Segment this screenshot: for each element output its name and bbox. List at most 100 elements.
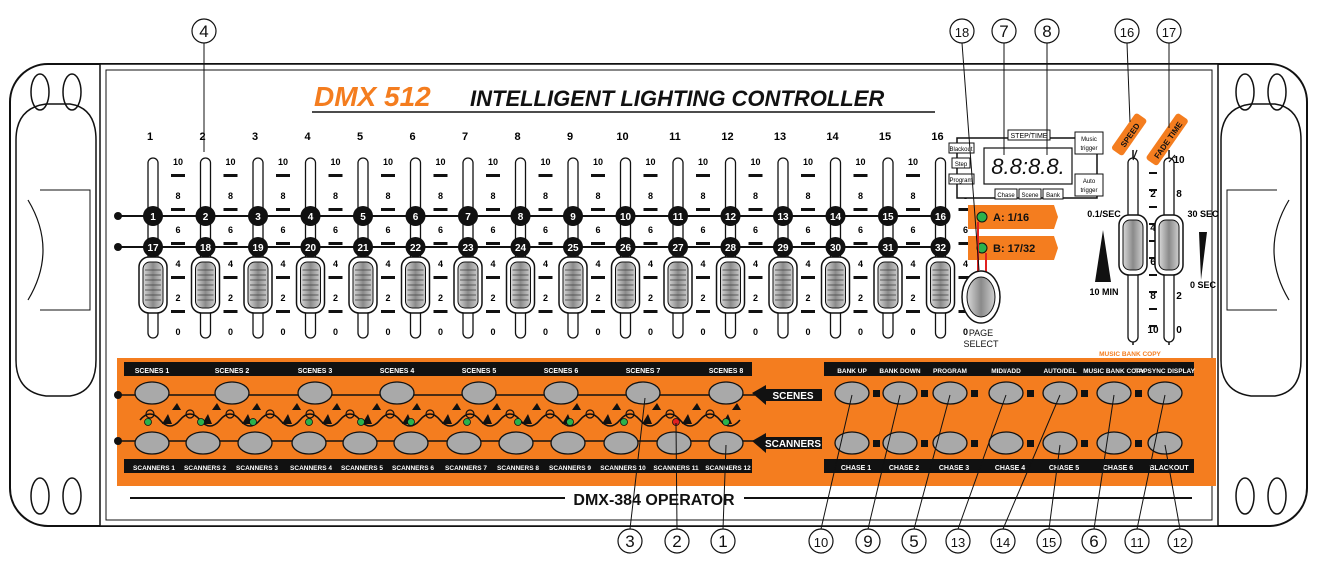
channel-number: 13 <box>774 131 786 143</box>
scenes-arrow <box>752 385 822 405</box>
fader-scale-tick <box>906 208 920 211</box>
scenes-rail-end <box>114 391 122 399</box>
function-label: MIDI/ADD <box>991 368 1021 375</box>
function-button-5[interactable] <box>1042 381 1078 405</box>
function-button-6[interactable] <box>1096 381 1132 405</box>
fader-scale-label: 0 <box>858 327 863 337</box>
fader-scale-label: 0 <box>333 327 338 337</box>
channel-number: 12 <box>721 131 733 143</box>
scanner-button-8[interactable] <box>498 431 534 455</box>
fader-scale-label: 10 <box>698 157 708 167</box>
fader-scale-tick <box>591 174 605 177</box>
page-select-button-cap[interactable] <box>966 276 996 318</box>
chase-label: CHASE 1 <box>841 465 871 472</box>
title-brand: DMX 512 <box>314 81 431 112</box>
scanner-button-2[interactable] <box>185 431 221 455</box>
speed-scale-tick <box>1149 325 1157 327</box>
bank-b-badge <box>300 237 321 257</box>
fader-scale-label: 6 <box>228 225 233 235</box>
bank-a-badge <box>510 206 531 226</box>
scanner-label: SCANNERS 2 <box>184 465 226 472</box>
scene-button-6[interactable] <box>543 381 579 405</box>
fader-scale-label: 0 <box>438 327 443 337</box>
chase-button-5[interactable] <box>1042 431 1078 455</box>
fader-scale-label: 0 <box>753 327 758 337</box>
function-button-2[interactable] <box>882 381 918 405</box>
chase-button-2[interactable] <box>882 431 918 455</box>
fader-scale-label: 8 <box>858 191 863 201</box>
fader-scale-label: 10 <box>383 157 393 167</box>
function-button-4[interactable] <box>988 381 1024 405</box>
page-a-tag <box>968 205 1058 229</box>
chase-label: CHASE 6 <box>1103 465 1133 472</box>
fader-scale-tick <box>906 310 920 313</box>
function-led <box>921 390 928 397</box>
scene-button-3[interactable] <box>297 381 333 405</box>
speed-knob-cap[interactable] <box>1122 219 1144 271</box>
chase-button-1[interactable] <box>834 431 870 455</box>
fader-scale-label: 2 <box>175 293 180 303</box>
channel-number: 6 <box>409 131 415 143</box>
scene-button-5[interactable] <box>461 381 497 405</box>
channel-number: 5 <box>357 131 363 143</box>
fader-scale-tick <box>591 276 605 279</box>
scene-button-2[interactable] <box>214 381 250 405</box>
bank-b-rail-end <box>114 243 122 251</box>
fader-scale-tick <box>171 208 185 211</box>
scanner-button-7[interactable] <box>446 431 482 455</box>
scanner-button-10[interactable] <box>603 431 639 455</box>
fader-scale-tick <box>433 310 448 313</box>
scene-button-8[interactable] <box>708 381 744 405</box>
fader-scale-tick <box>643 242 658 245</box>
chase-button-6[interactable] <box>1096 431 1132 455</box>
chase-led <box>1027 440 1034 447</box>
bank-a-badge-number: 15 <box>882 212 894 223</box>
scanner-button-9[interactable] <box>550 431 586 455</box>
function-button-3[interactable] <box>932 381 968 405</box>
fade-time-knob-cap[interactable] <box>1158 219 1180 271</box>
function-button-7[interactable] <box>1147 381 1183 405</box>
scanner-button-11[interactable] <box>656 431 692 455</box>
scanner-button-4[interactable] <box>291 431 327 455</box>
chase-button-3[interactable] <box>932 431 968 455</box>
bank-b-badge-number: 22 <box>410 243 422 254</box>
fader-scale-label: 2 <box>805 293 810 303</box>
bank-b-badge-number: 31 <box>882 243 894 254</box>
scene-button-4[interactable] <box>379 381 415 405</box>
fader-scale-label: 4 <box>700 259 705 269</box>
fader-scale-tick <box>433 208 448 211</box>
scanner-button-1[interactable] <box>134 431 170 455</box>
fader-scale-tick <box>591 310 605 313</box>
scanner-button-6[interactable] <box>393 431 429 455</box>
fader-scale-tick <box>276 276 290 279</box>
fader-scale-tick <box>171 174 185 177</box>
function-button-1[interactable] <box>834 381 870 405</box>
bank-b-badge <box>930 237 951 257</box>
fader-scale-label: 10 <box>488 157 498 167</box>
lcd-program-label: Program <box>949 178 972 184</box>
chase-button-4[interactable] <box>988 431 1024 455</box>
scene-button-1[interactable] <box>134 381 170 405</box>
fader-scale-label: 8 <box>228 191 233 201</box>
fader-scale-tick <box>696 174 710 177</box>
fader-scale-tick <box>696 242 710 245</box>
chase-led <box>873 440 880 447</box>
scanner-button-5[interactable] <box>342 431 378 455</box>
speed-scale-tick <box>1149 189 1157 191</box>
lcd-bank-label: Bank <box>1046 193 1061 199</box>
callout-leader <box>1002 394 1061 530</box>
scene-button-7[interactable] <box>625 381 661 405</box>
fader-scale-tick <box>381 276 395 279</box>
scanner-button-3[interactable] <box>237 431 273 455</box>
callout-number: 8 <box>1042 22 1051 41</box>
fader-scale-label: 10 <box>540 157 550 167</box>
scanners-arrow-label: SCANNERS <box>765 439 821 450</box>
callout-leader <box>1048 444 1061 530</box>
callout-leader <box>820 394 853 530</box>
fader-scale-label: 2 <box>858 293 863 303</box>
fader-scale-tick <box>853 174 868 177</box>
